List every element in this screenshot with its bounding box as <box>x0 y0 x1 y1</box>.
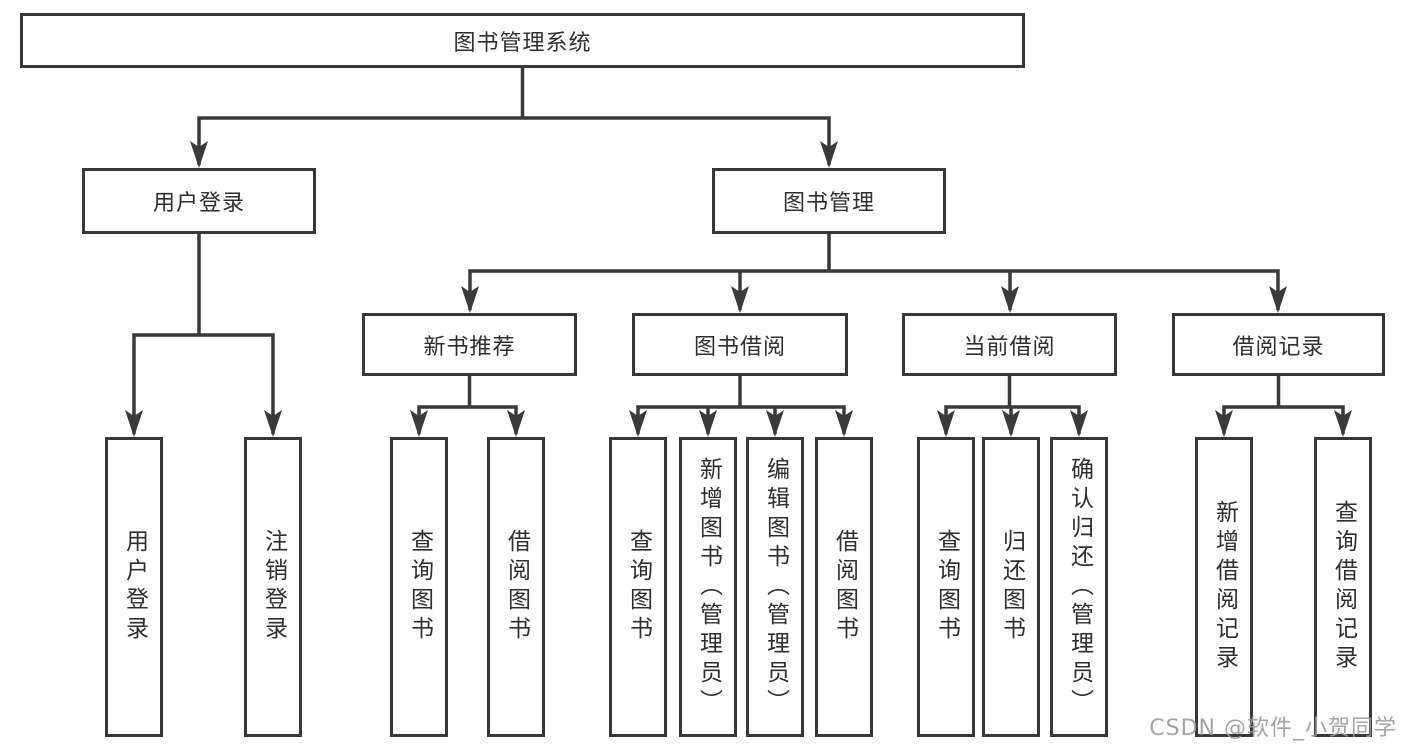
arrowhead-down-icon <box>1002 410 1020 437</box>
leaf-add-borrow-record: 新增借阅记录 <box>1195 437 1253 737</box>
node-label: 图书管理系统 <box>453 30 592 56</box>
connector-book-management-branch <box>468 234 1280 310</box>
node-borrow-record: 借阅记录 <box>1172 313 1385 376</box>
node-current-borrow: 当前借阅 <box>902 313 1117 376</box>
arrowhead-down-icon <box>1001 286 1019 313</box>
connector-book-borrow-branch <box>636 376 846 434</box>
arrowhead-down-icon <box>1334 410 1352 437</box>
node-label: 图书借阅 <box>693 334 786 360</box>
node-user-login: 用户登录 <box>82 168 316 234</box>
node-label: 图书管理 <box>782 191 875 216</box>
arrowhead-down-icon <box>629 410 647 437</box>
leaf-return-books: 归还图书 <box>982 437 1040 737</box>
leaf-logout: 注销登录 <box>244 437 302 737</box>
leaf-query-books-current: 查询图书 <box>917 437 975 737</box>
node-label: 新增借阅记录 <box>1211 500 1238 674</box>
node-label: 用户登录 <box>121 529 148 645</box>
node-label: 借阅图书 <box>503 529 530 645</box>
node-label: 查询图书 <box>625 529 652 645</box>
arrowhead-down-icon <box>835 410 853 437</box>
leaf-user-login: 用户登录 <box>105 437 163 737</box>
csdn-watermark: CSDN @软件_小贺同学 <box>1149 716 1397 741</box>
node-label: 归还图书 <box>998 529 1025 645</box>
leaf-add-books-admin: 新增图书（管理员） <box>679 437 737 737</box>
arrowhead-down-icon <box>766 410 784 437</box>
connector-borrow-record-branch <box>1222 376 1345 434</box>
connector-user-login-branch <box>132 234 275 434</box>
leaf-edit-books-admin: 编辑图书（管理员） <box>746 437 804 737</box>
arrowhead-down-icon <box>699 410 717 437</box>
arrowhead-down-icon <box>937 410 955 437</box>
arrowhead-down-icon <box>190 141 208 168</box>
arrowhead-down-icon <box>461 286 479 313</box>
node-label: 借阅图书 <box>831 529 858 645</box>
node-label: 查询借阅记录 <box>1330 500 1357 674</box>
arrowhead-down-icon <box>264 410 282 437</box>
arrowhead-down-icon <box>507 410 525 437</box>
connector-new-book-recommend-branch <box>417 376 518 434</box>
node-book-borrow: 图书借阅 <box>632 313 848 376</box>
connector-root-to-level2 <box>197 68 831 165</box>
node-label: 编辑图书（管理员） <box>762 456 789 718</box>
node-label: 当前借阅 <box>963 334 1056 360</box>
leaf-query-books-recommend: 查询图书 <box>390 437 448 737</box>
leaf-borrow-books-recommend: 借阅图书 <box>487 437 545 737</box>
leaf-query-borrow-record: 查询借阅记录 <box>1314 437 1372 737</box>
leaf-confirm-return-admin: 确认归还（管理员） <box>1050 437 1108 737</box>
arrowhead-down-icon <box>1269 286 1287 313</box>
node-library-management-system: 图书管理系统 <box>20 13 1025 68</box>
node-label: 借阅记录 <box>1232 334 1325 360</box>
node-label: 确认归还（管理员） <box>1066 456 1093 718</box>
node-label: 注销登录 <box>260 529 287 645</box>
arrowhead-down-icon <box>1070 410 1088 437</box>
arrowhead-down-icon <box>410 410 428 437</box>
node-new-book-recommend: 新书推荐 <box>362 313 577 376</box>
node-label: 查询图书 <box>933 529 960 645</box>
arrowhead-down-icon <box>125 410 143 437</box>
node-label: 新书推荐 <box>423 334 516 360</box>
arrowhead-down-icon <box>1215 410 1233 437</box>
node-label: 新增图书（管理员） <box>695 456 722 718</box>
node-label: 用户登录 <box>152 191 245 216</box>
node-book-management: 图书管理 <box>712 168 946 234</box>
arrowhead-down-icon <box>731 286 749 313</box>
arrowhead-down-icon <box>820 141 838 168</box>
node-label: 查询图书 <box>406 529 433 645</box>
leaf-query-books-borrow: 查询图书 <box>609 437 667 737</box>
leaf-borrow-books: 借阅图书 <box>815 437 873 737</box>
